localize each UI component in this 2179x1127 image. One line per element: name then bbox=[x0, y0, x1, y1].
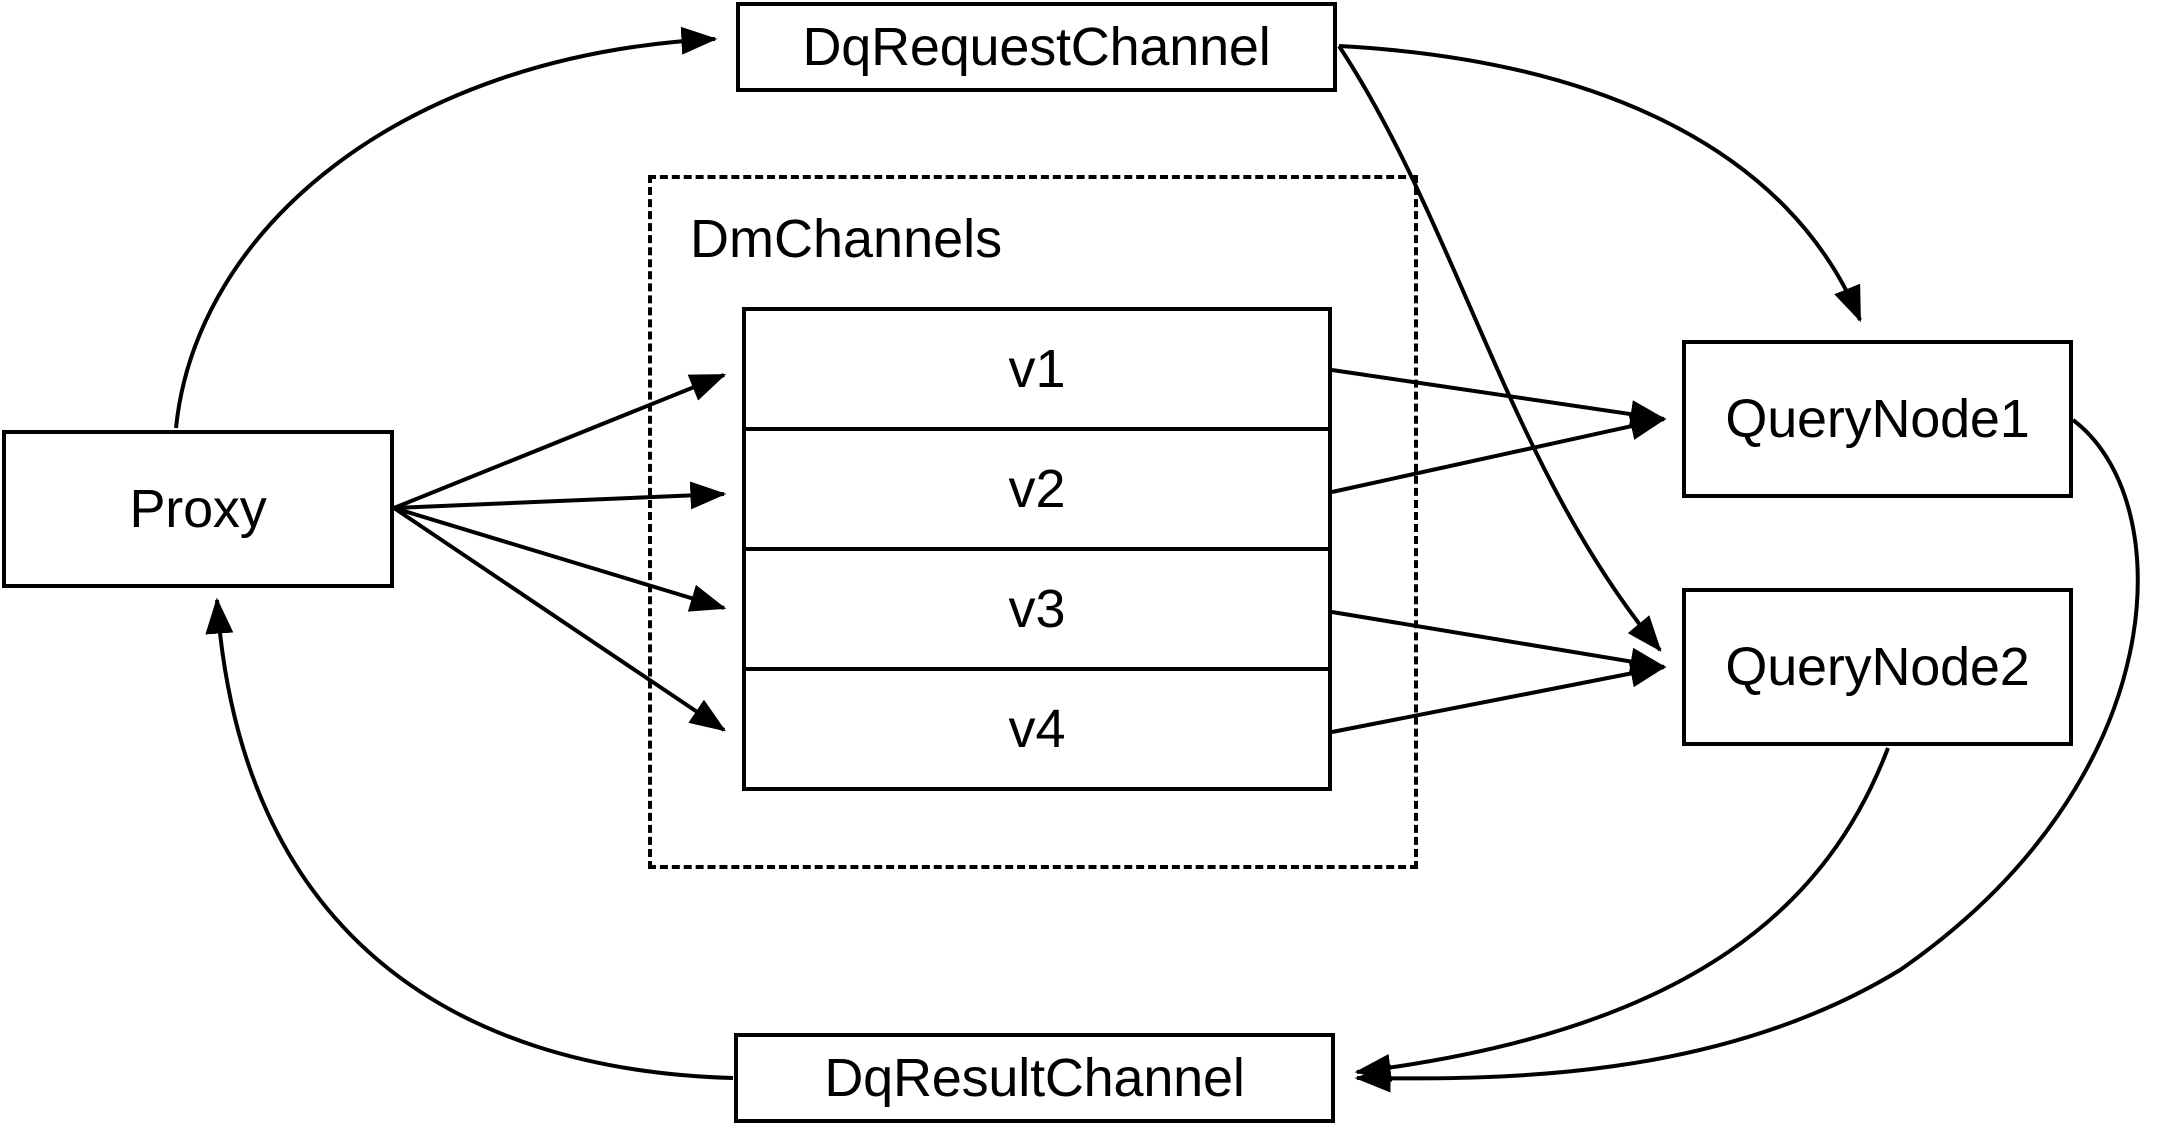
edge-v1-to-querynode1 bbox=[1331, 368, 1667, 428]
edge-v4-to-querynode2 bbox=[1331, 659, 1667, 734]
dm-channel-label-v3: v3 bbox=[1008, 579, 1066, 639]
node-proxy[interactable]: Proxy bbox=[2, 430, 394, 588]
dm-channel-row-v1[interactable]: v1 bbox=[746, 311, 1328, 431]
node-dq-result-channel-label: DqResultChannel bbox=[824, 1048, 1245, 1108]
edge-dqresultchannel-to-proxy bbox=[205, 597, 734, 1080]
dm-channel-label-v1: v1 bbox=[1008, 339, 1066, 399]
node-query-node-2-label: QueryNode2 bbox=[1725, 637, 2030, 697]
edge-proxy-to-v2 bbox=[393, 481, 727, 510]
dm-channel-label-v4: v4 bbox=[1008, 699, 1066, 759]
edge-proxy-to-v4 bbox=[392, 506, 726, 732]
group-dm-channels-label: DmChannels bbox=[690, 209, 1003, 269]
edge-proxy-to-v1 bbox=[393, 373, 727, 510]
edge-dqrequestchannel-to-querynode2 bbox=[1337, 44, 1662, 652]
node-query-node-1[interactable]: QueryNode1 bbox=[1682, 340, 2073, 498]
dm-channel-row-v4[interactable]: v4 bbox=[746, 671, 1328, 787]
edge-dqrequestchannel-to-querynode1 bbox=[1338, 44, 1862, 323]
edge-v2-to-querynode1 bbox=[1331, 412, 1667, 494]
node-dq-request-channel-label: DqRequestChannel bbox=[802, 17, 1271, 77]
group-dm-channels bbox=[648, 175, 1418, 869]
dm-channel-row-v2[interactable]: v2 bbox=[746, 431, 1328, 551]
node-query-node-2[interactable]: QueryNode2 bbox=[1682, 588, 2073, 746]
dm-channel-row-v3[interactable]: v3 bbox=[746, 551, 1328, 671]
edge-proxy-to-v3 bbox=[393, 506, 727, 612]
dm-channel-label-v2: v2 bbox=[1008, 459, 1066, 519]
edge-v3-to-querynode2 bbox=[1331, 610, 1667, 676]
edge-querynode1-to-dqresultchannel bbox=[1354, 418, 2140, 1093]
dm-channels-table: v1 v2 v3 v4 bbox=[742, 307, 1332, 791]
edge-proxy-to-dqrequestchannel bbox=[174, 26, 718, 429]
node-dq-result-channel[interactable]: DqResultChannel bbox=[734, 1033, 1335, 1123]
node-proxy-label: Proxy bbox=[129, 479, 267, 539]
node-dq-request-channel[interactable]: DqRequestChannel bbox=[736, 2, 1337, 92]
node-query-node-1-label: QueryNode1 bbox=[1725, 389, 2030, 449]
edge-querynode2-to-dqresultchannel bbox=[1354, 747, 1890, 1082]
